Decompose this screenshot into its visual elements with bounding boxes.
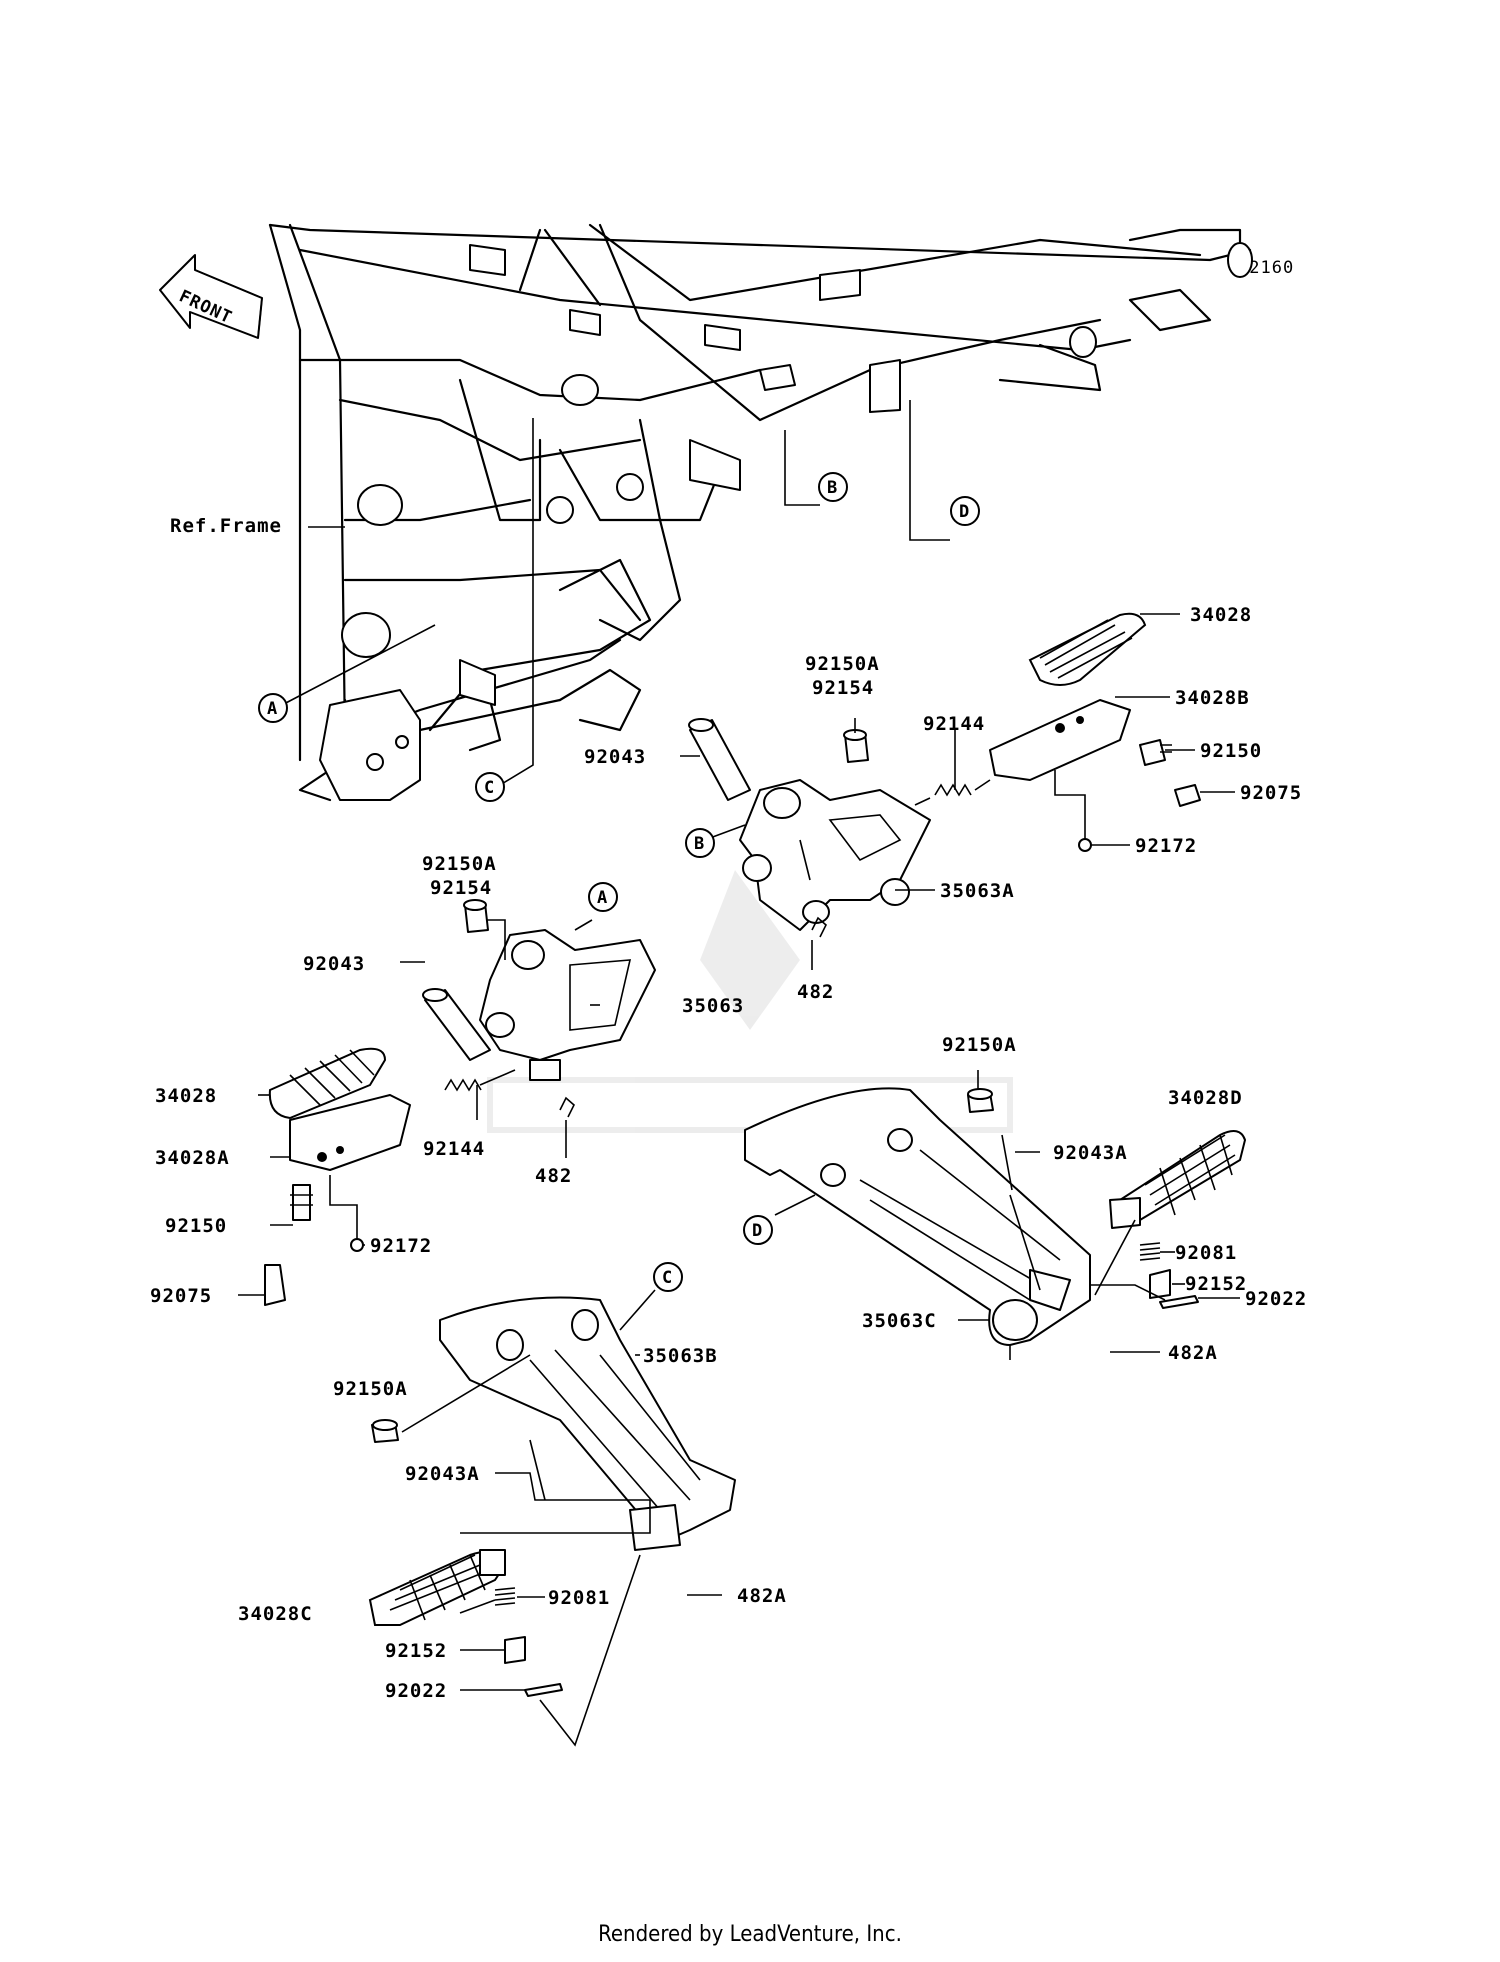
svg-text:B: B [694,834,704,854]
part-92154-top: 92154 [812,677,874,699]
part-35063C: 35063C [862,1310,937,1332]
svg-text:C: C [484,778,494,798]
part-92154-left: 92154 [430,877,492,899]
callout-B-frame: B [818,472,848,502]
part-92150A-right: 92150A [942,1034,1017,1056]
part-35063: 35063 [682,995,744,1017]
svg-text:D: D [752,1221,762,1241]
svg-text:A: A [597,888,607,908]
part-34028B: 34028B [1175,687,1250,709]
assembly-35063C [744,1087,1247,1346]
part-482-top: 482 [797,981,834,1003]
front-arrow-icon: FRONT [159,254,263,339]
svg-text:C: C [662,1268,672,1288]
part-35063B: 35063B [643,1345,718,1367]
callout-B-assembly: B [685,828,715,858]
part-92081-bottom: 92081 [548,1587,610,1609]
part-92144-top: 92144 [923,713,985,735]
part-92043A-right: 92043A [1053,1142,1128,1164]
callout-D-frame: D [950,496,980,526]
part-92152-bottom: 92152 [385,1640,447,1662]
svg-text:B: B [827,478,837,498]
part-92075-left: 92075 [150,1285,212,1307]
part-34028D: 34028D [1168,1087,1243,1109]
part-482A-bottom: 482A [737,1585,787,1607]
part-482A-right: 482A [1168,1342,1218,1364]
frame-ref-label: Ref.Frame [170,515,282,537]
part-92150A-top: 92150A [805,653,880,675]
callout-D-assembly: D [743,1215,773,1245]
frame-drawing [268,223,1253,802]
part-34028C: 34028C [238,1603,313,1625]
part-34028-top: 34028 [1190,604,1252,626]
callout-A-assembly: A [588,882,618,912]
part-34028-left: 34028 [155,1085,217,1107]
part-92172-left: 92172 [370,1235,432,1257]
part-482-left: 482 [535,1165,572,1187]
callout-C-assembly: C [653,1262,683,1292]
part-92150-top: 92150 [1200,740,1262,762]
assembly-35063A [688,612,1201,938]
part-92150A-left: 92150A [422,853,497,875]
callout-C-frame: C [475,772,505,802]
footer-credit: Rendered by LeadVenture, Inc. [598,1922,902,1947]
svg-text:D: D [959,502,969,522]
part-92022-right: 92022 [1245,1288,1307,1310]
part-35063A: 35063A [940,880,1015,902]
part-92144-left: 92144 [423,1138,485,1160]
part-92150-left: 92150 [165,1215,227,1237]
part-92150A-bottom: 92150A [333,1378,408,1400]
assembly-35063 [264,899,656,1306]
part-34028A: 34028A [155,1147,230,1169]
part-92152-right: 92152 [1185,1273,1247,1295]
part-92075-top: 92075 [1240,782,1302,804]
part-92043A-bottom: 92043A [405,1463,480,1485]
part-92043-top: 92043 [584,746,646,768]
part-92043-left: 92043 [303,953,365,975]
callout-A-frame: A [258,693,288,723]
assembly-35063B [368,1296,736,1697]
part-92172-top: 92172 [1135,835,1197,857]
svg-text:A: A [267,699,277,719]
part-92022-bottom: 92022 [385,1680,447,1702]
part-92081-right: 92081 [1175,1242,1237,1264]
